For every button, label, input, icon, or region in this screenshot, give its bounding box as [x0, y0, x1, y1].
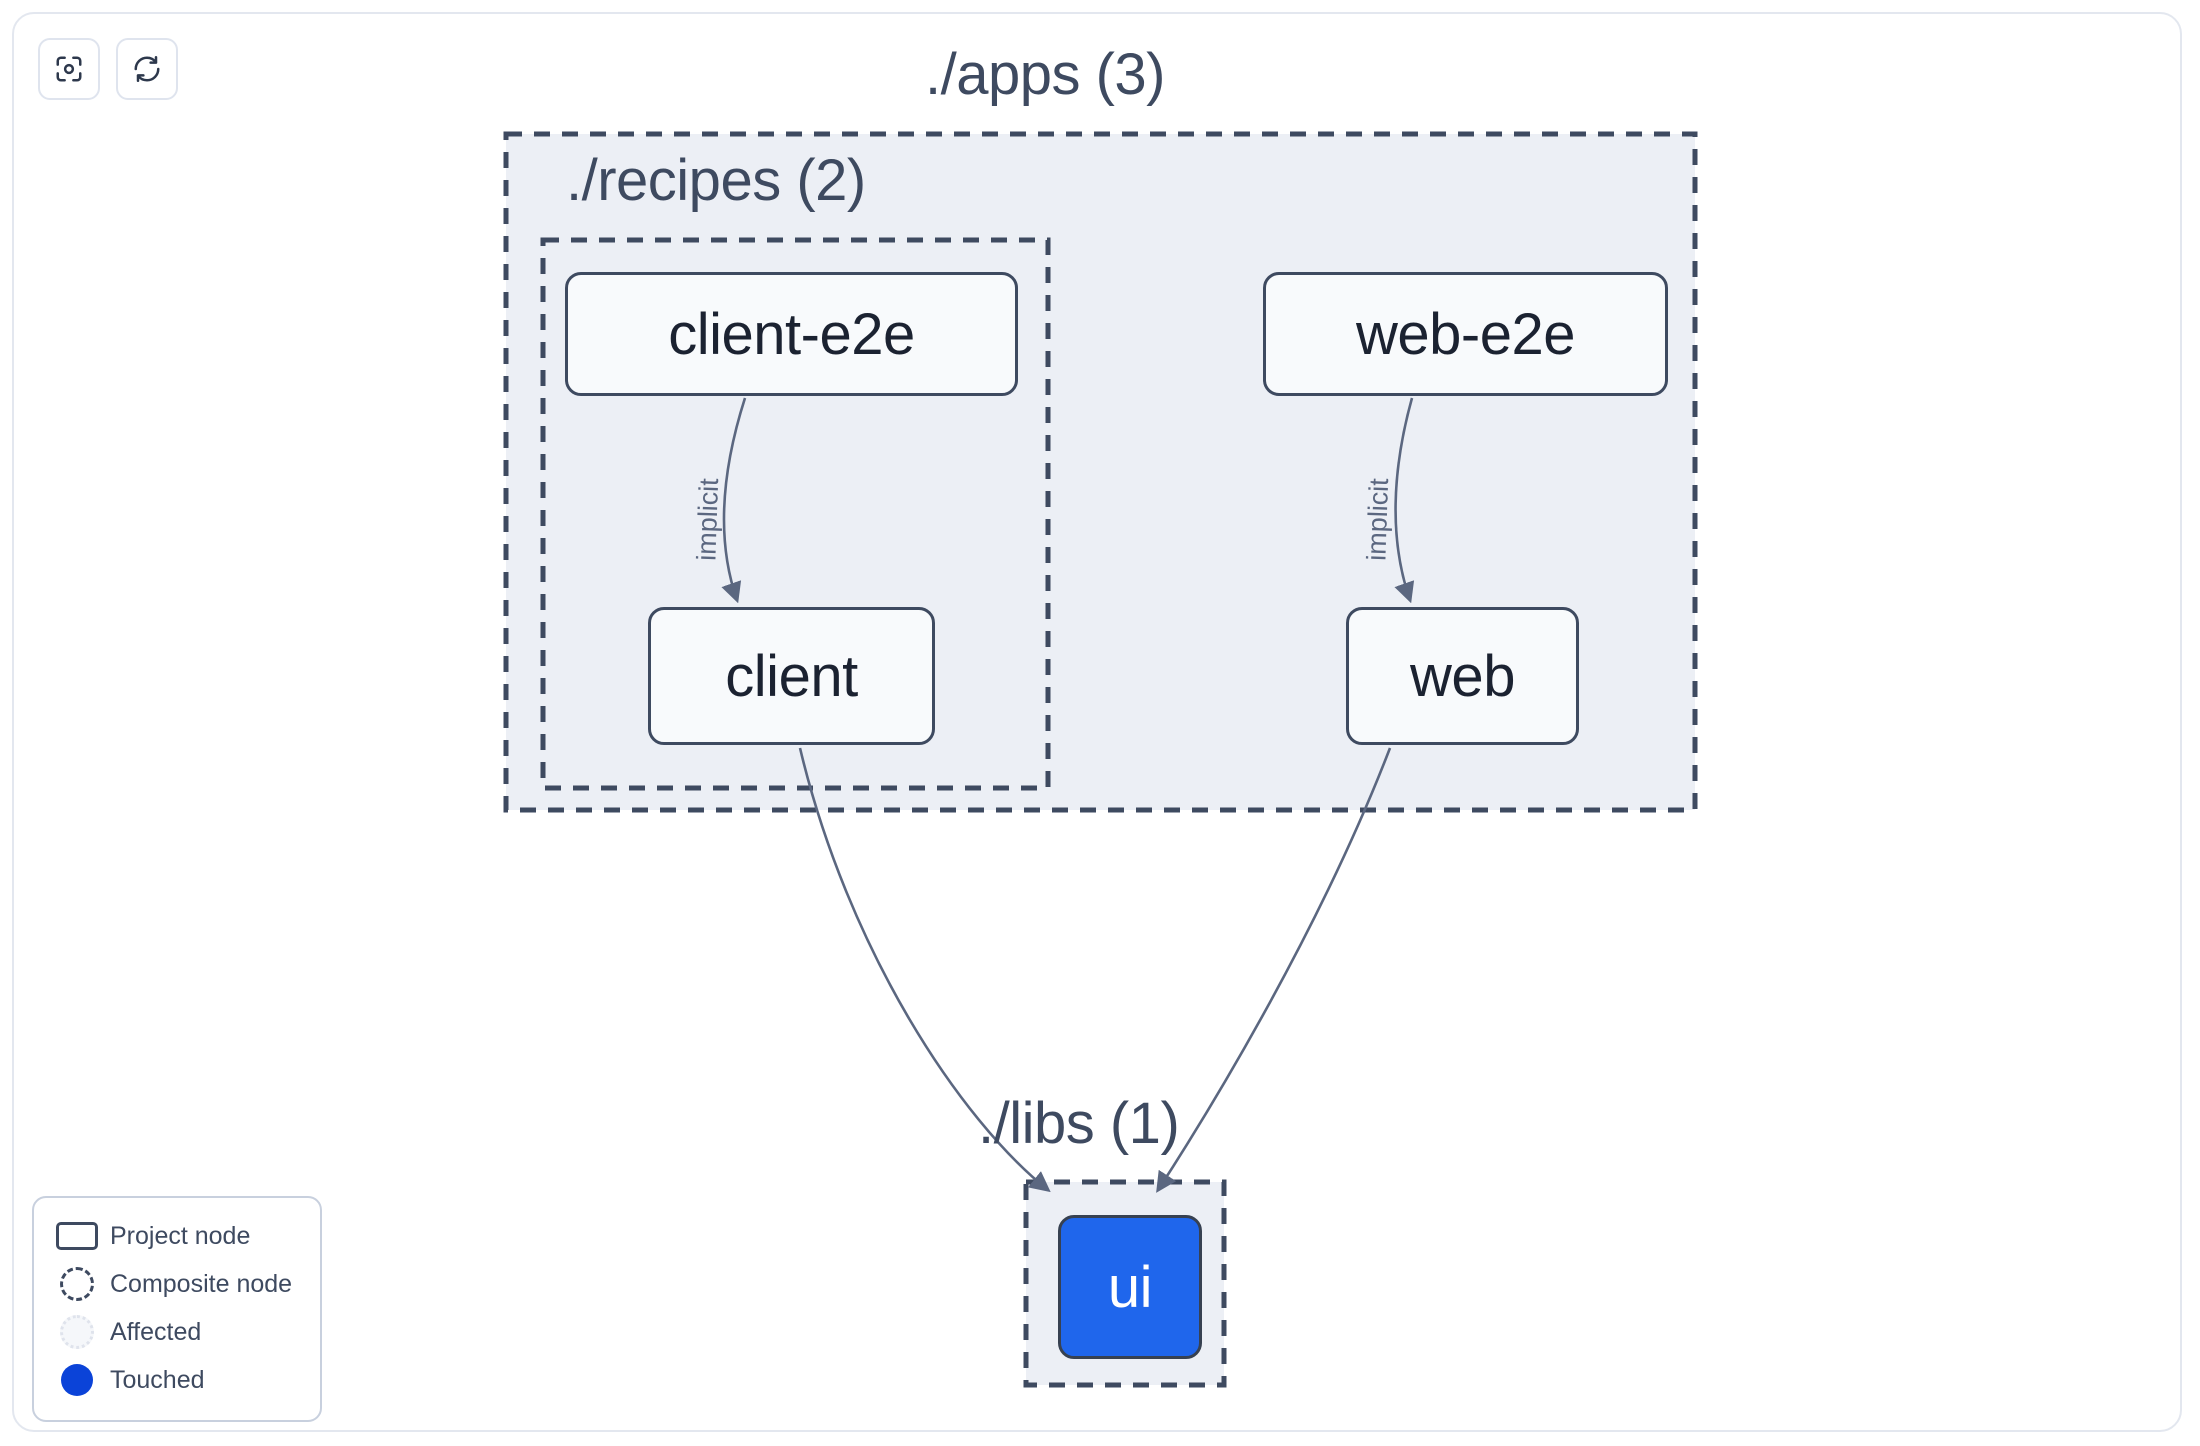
composite-node-swatch [50, 1267, 104, 1301]
refresh-graph-button[interactable] [116, 38, 178, 100]
edge-web-to-ui[interactable] [1156, 747, 1392, 1193]
legend-label: Project node [110, 1221, 251, 1250]
project-node-web-e2e[interactable]: web-e2e [1263, 272, 1668, 396]
legend-item-project-node: Project node [50, 1212, 304, 1260]
affected-swatch [50, 1315, 104, 1349]
edge-client-e2e-to-client[interactable] [721, 397, 747, 604]
project-node-client[interactable]: client [648, 607, 935, 745]
group-label-apps: ./apps (3) [925, 42, 1166, 107]
legend-item-affected: Affected [50, 1308, 304, 1356]
legend-item-touched: Touched [50, 1356, 304, 1404]
project-node-web[interactable]: web [1346, 607, 1579, 745]
edge-label-implicit-web: implicit [1361, 477, 1395, 562]
legend-item-composite-node: Composite node [50, 1260, 304, 1308]
focus-scan-icon [54, 54, 84, 84]
project-node-ui[interactable]: ui [1058, 1215, 1202, 1359]
group-label-recipes: ./recipes (2) [566, 148, 866, 213]
project-node-client-e2e[interactable]: client-e2e [565, 272, 1018, 396]
refresh-icon [132, 54, 162, 84]
project-node-swatch [50, 1222, 104, 1250]
legend-label: Touched [110, 1365, 205, 1394]
legend-label: Composite node [110, 1269, 293, 1298]
focus-graph-button[interactable] [38, 38, 100, 100]
edge-web-e2e-to-web[interactable] [1394, 397, 1415, 604]
group-label-libs: ./libs (1) [978, 1091, 1180, 1156]
edge-client-to-ui[interactable] [798, 747, 1051, 1193]
touched-swatch [50, 1364, 104, 1396]
graph-legend: Project node Composite node Affected Tou… [32, 1196, 322, 1422]
graph-toolbar [38, 38, 178, 100]
legend-label: Affected [110, 1317, 202, 1346]
edge-label-implicit-client: implicit [691, 477, 725, 562]
